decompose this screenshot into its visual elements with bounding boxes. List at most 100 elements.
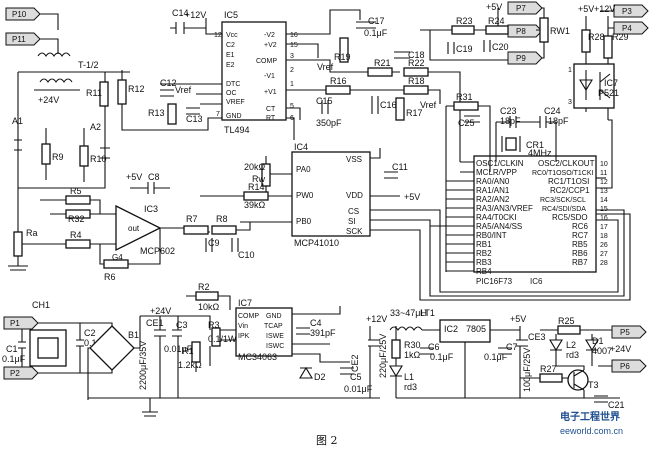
svg-text:12: 12 — [600, 179, 608, 186]
svg-text:C7: C7 — [506, 342, 518, 352]
svg-text:E2: E2 — [226, 62, 235, 69]
svg-text:IPK: IPK — [238, 333, 250, 340]
svg-text:1: 1 — [568, 67, 572, 74]
resistor-r9: R9 — [41, 128, 64, 180]
resistor-r1: R1 1.2kΩ — [178, 341, 202, 370]
port-p8: P8 — [507, 24, 543, 38]
svg-text:电子工程世界: 电子工程世界 — [560, 410, 620, 423]
svg-text:RA0/AN0: RA0/AN0 — [476, 177, 510, 186]
svg-text:R16: R16 — [330, 76, 347, 86]
svg-text:R4: R4 — [70, 230, 82, 240]
label-12v-opto: +12V — [594, 4, 615, 14]
svg-text:L1: L1 — [404, 372, 414, 382]
capacitor-c4: C4 391pF — [296, 318, 336, 338]
resistor-r6: R6 — [103, 259, 129, 282]
svg-text:RC2/CCP1: RC2/CCP1 — [550, 186, 590, 195]
svg-text:C6: C6 — [428, 342, 440, 352]
potentiometer-rw1: RW1 — [536, 7, 570, 59]
svg-text:A1: A1 — [12, 116, 23, 126]
svg-text:RW1: RW1 — [550, 26, 570, 36]
svg-text:LT1: LT1 — [420, 308, 435, 318]
svg-text:R21: R21 — [374, 58, 391, 68]
svg-text:P1: P1 — [10, 319, 20, 328]
svg-text:IC3: IC3 — [144, 204, 158, 214]
svg-text:CE2: CE2 — [350, 354, 360, 372]
svg-text:CT: CT — [266, 106, 276, 113]
svg-text:220μF/25V: 220μF/25V — [378, 334, 388, 378]
svg-text:391pF: 391pF — [310, 328, 336, 338]
capacitor-c19: C19 — [447, 42, 473, 54]
svg-text:0.1/1W: 0.1/1W — [208, 334, 237, 344]
resistor-r7: R7 — [183, 214, 209, 235]
svg-text:G4: G4 — [112, 253, 123, 262]
svg-text:GND: GND — [226, 113, 242, 120]
svg-text:28: 28 — [600, 260, 608, 267]
svg-text:ISWE: ISWE — [266, 333, 284, 340]
svg-text:11: 11 — [600, 170, 607, 177]
svg-text:SCK: SCK — [346, 227, 363, 236]
capacitor-c15: C15 350pF — [316, 96, 342, 128]
svg-text:PA0: PA0 — [296, 165, 311, 174]
label-5v-top: +5V — [486, 2, 502, 12]
capacitor-c13: C13 — [186, 107, 203, 124]
svg-text:C4: C4 — [310, 318, 322, 328]
potentiometer-rw: 20kΩ Rw — [244, 156, 292, 197]
capacitor-c1: C1 0.1μF — [2, 329, 26, 367]
resistor-r24: R24 — [485, 16, 509, 35]
svg-text:C15: C15 — [316, 96, 333, 106]
resistor-r28: R28 — [581, 29, 605, 53]
capacitor-c21: C21 — [594, 395, 625, 410]
figure-caption: 图 2 — [316, 434, 338, 447]
svg-text:VDD: VDD — [346, 191, 363, 200]
svg-text:MCP602: MCP602 — [140, 246, 175, 256]
led-l1: L1 rd3 — [389, 365, 417, 392]
svg-text:RC4/SDI/SDA: RC4/SDI/SDA — [542, 206, 586, 213]
crystal-cr1: CR1 4MHz — [501, 136, 552, 158]
label-vref-2: Vref — [420, 100, 437, 110]
svg-text:R9: R9 — [52, 152, 64, 162]
svg-text:0.1μF: 0.1μF — [364, 28, 388, 38]
svg-text:C21: C21 — [608, 400, 625, 410]
port-p10: P10 — [5, 7, 41, 21]
svg-text:P8: P8 — [516, 27, 526, 36]
port-p6: P6 — [611, 359, 647, 373]
resistor-r14: R14 39kΩ — [243, 182, 269, 210]
ic6-pic16f73: OSC1/CLKIN MCLR/VPP RA0/AN0 RA1/AN1 RA2/… — [473, 155, 608, 286]
svg-text:C8: C8 — [148, 172, 160, 182]
svg-text:R24: R24 — [488, 16, 505, 26]
svg-text:C12: C12 — [160, 78, 177, 88]
svg-text:RC1/T1OSI: RC1/T1OSI — [548, 177, 589, 186]
svg-text:R1: R1 — [182, 346, 194, 356]
svg-text:out: out — [128, 224, 140, 233]
port-p7: P7 — [507, 1, 543, 15]
svg-text:R10: R10 — [90, 154, 107, 164]
svg-text:B1: B1 — [128, 330, 139, 340]
svg-text:rd3: rd3 — [566, 350, 579, 360]
svg-text:-V2: -V2 — [264, 32, 275, 39]
svg-text:7805: 7805 — [466, 324, 486, 334]
transformer-t1: T-1/2 — [17, 13, 130, 140]
svg-text:C10: C10 — [238, 250, 255, 260]
svg-text:R12: R12 — [128, 84, 145, 94]
svg-text:RB7: RB7 — [572, 258, 588, 267]
resistor-r32: R32 — [65, 209, 91, 224]
capacitor-c10: C10 — [231, 238, 255, 260]
capacitor-c5: C5 0.01μF — [340, 367, 373, 394]
capacitor-c14: C14 — [170, 8, 206, 34]
svg-text:4MHz: 4MHz — [528, 148, 552, 158]
svg-text:17: 17 — [600, 224, 608, 231]
port-p5: P5 — [611, 325, 647, 339]
svg-text:RB5: RB5 — [572, 240, 588, 249]
svg-text:Rw: Rw — [252, 174, 265, 184]
svg-text:-V1: -V1 — [264, 73, 275, 80]
label-5v-ic3: +5V — [126, 172, 142, 182]
svg-text:RC3/SCK/SCL: RC3/SCK/SCL — [540, 197, 586, 204]
svg-text:1kΩ: 1kΩ — [404, 350, 421, 360]
label-vref-1: Vref — [317, 62, 334, 72]
svg-text:IC4: IC4 — [294, 142, 308, 152]
svg-text:IC5: IC5 — [224, 10, 238, 20]
svg-text:RB3: RB3 — [476, 258, 492, 267]
capacitor-c12: C12 — [160, 78, 177, 97]
svg-text:RB1: RB1 — [476, 240, 492, 249]
